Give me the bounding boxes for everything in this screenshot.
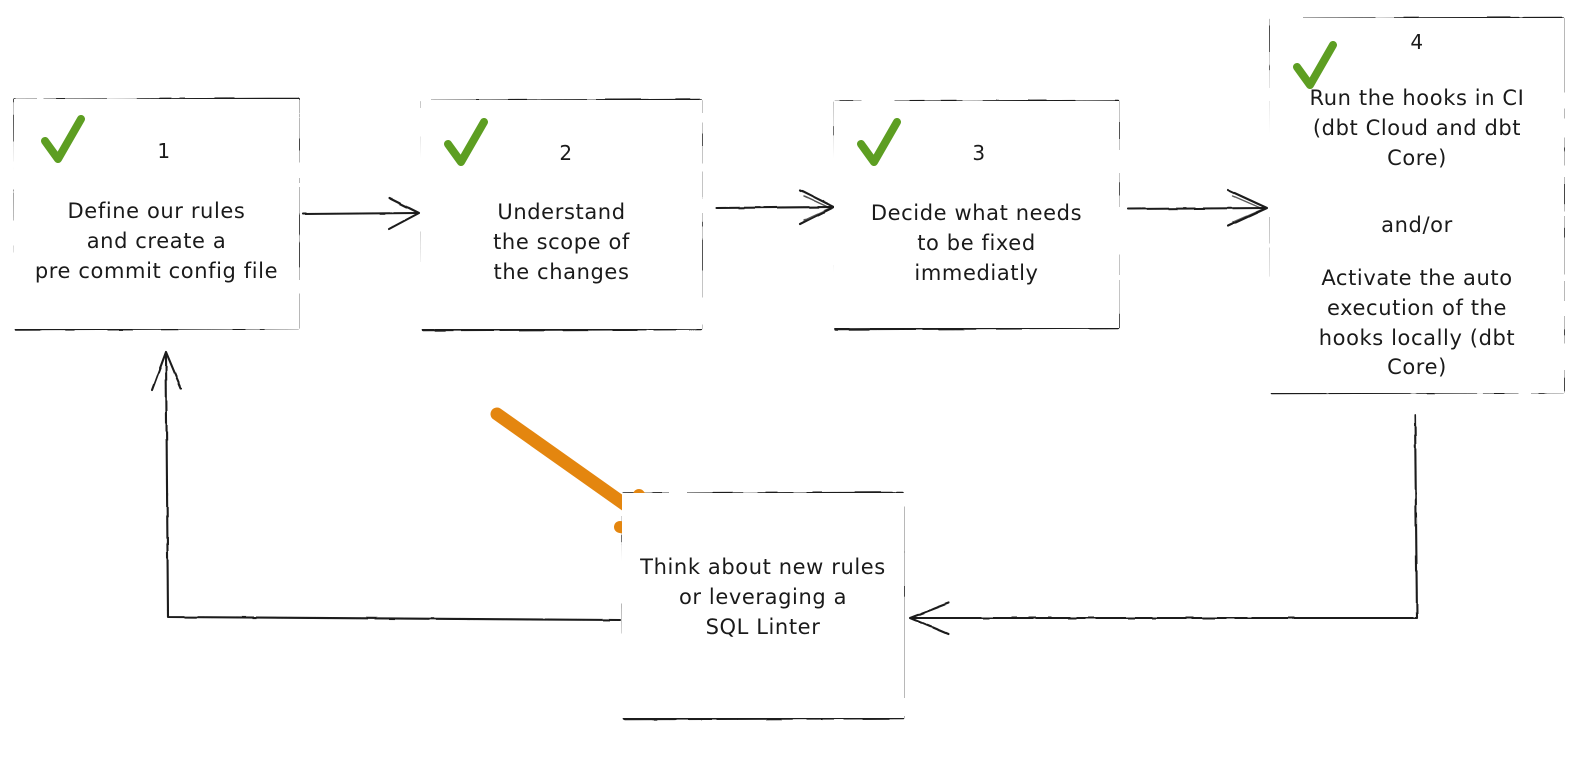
step-2-number: 2 [559, 141, 573, 165]
green-check-icon [444, 118, 488, 166]
step-loop-label: Think about new rules or leveraging a SQ… [640, 555, 886, 639]
arrow-1-to-2 [301, 196, 421, 231]
green-check-icon [857, 118, 901, 166]
step-4-number: 4 [1410, 30, 1424, 54]
arrow-loop-to-1 [150, 350, 622, 622]
node-step-2[interactable]: 2 Understand the scope of the changes [421, 100, 702, 329]
green-check-icon [1293, 41, 1337, 89]
step-1-label: Define our rules and create a pre commit… [34, 199, 279, 283]
arrow-4-to-loop [908, 413, 1419, 636]
step-4-label-part-3: Activate the auto execution of the hooks… [1318, 266, 1516, 380]
green-check-icon [41, 115, 85, 163]
step-4-label-part-2: and/or [1381, 213, 1453, 237]
node-step-3[interactable]: 3 Decide what needs to be fixed immediat… [834, 101, 1119, 328]
step-3-label: Decide what needs to be fixed immediatly [870, 201, 1083, 285]
node-step-loop[interactable]: Think about new rules or leveraging a SQ… [622, 493, 904, 718]
arrow-3-to-4 [1126, 188, 1269, 228]
arrow-2-to-3 [714, 188, 836, 226]
node-step-4[interactable]: 4 Run the hooks in CI (dbt Cloud and dbt… [1270, 18, 1564, 393]
step-2-label: Understand the scope of the changes [493, 200, 630, 284]
step-1-number: 1 [157, 139, 171, 163]
step-4-label-part-1: Run the hooks in CI (dbt Cloud and dbt C… [1309, 86, 1525, 170]
node-step-1[interactable]: 1 Define our rules and create a pre comm… [14, 99, 299, 329]
step-3-number: 3 [972, 141, 986, 165]
